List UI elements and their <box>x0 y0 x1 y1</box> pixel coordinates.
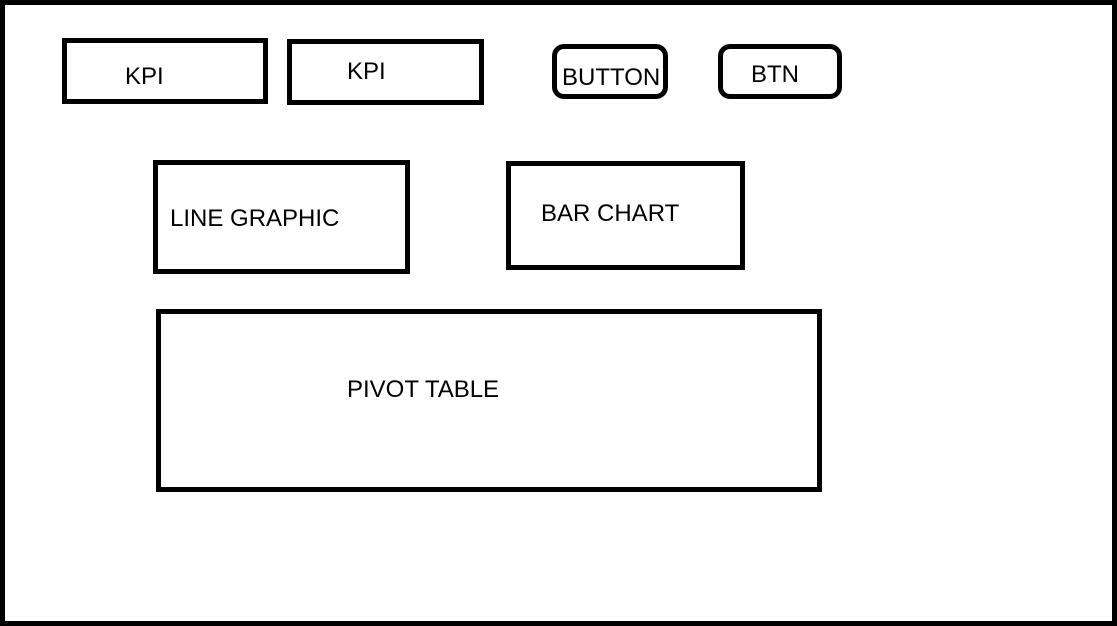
button-secondary[interactable]: BTN <box>718 44 842 99</box>
kpi-card-1-label: KPI <box>125 63 164 90</box>
kpi-card-2: KPI <box>287 39 484 105</box>
button-secondary-label: BTN <box>751 61 799 88</box>
bar-chart-placeholder: BAR CHART <box>506 161 745 270</box>
button-primary-label: BUTTON <box>562 64 661 91</box>
pivot-table-label: PIVOT TABLE <box>347 376 500 403</box>
kpi-card-1: KPI <box>62 38 268 104</box>
button-primary[interactable]: BUTTON <box>552 44 668 99</box>
kpi-card-2-label: KPI <box>347 58 386 85</box>
line-graphic-placeholder: LINE GRAPHIC <box>153 160 410 274</box>
pivot-table-placeholder: PIVOT TABLE <box>156 309 822 492</box>
bar-chart-label: BAR CHART <box>541 200 680 227</box>
line-graphic-label: LINE GRAPHIC <box>170 205 340 232</box>
